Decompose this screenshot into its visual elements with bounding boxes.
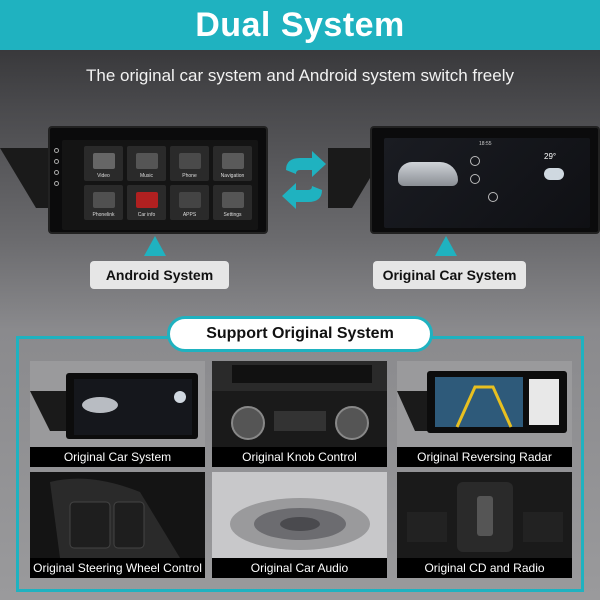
thumb-caption: Original Car Audio [212, 558, 387, 578]
app-label: Settings [223, 212, 242, 218]
thumb-caption: Original Reversing Radar [397, 447, 572, 467]
swap-arrows-icon [282, 151, 326, 209]
back-icon[interactable] [53, 159, 59, 164]
car-system-screen-image [30, 361, 205, 447]
thumb-original-car-audio: Original Car Audio [212, 472, 387, 578]
thumb-caption: Original Steering Wheel Control [30, 558, 205, 578]
app-label: Phonelink [92, 212, 115, 218]
app-tile-navigation[interactable]: Navigation [213, 146, 252, 181]
app-label: Music [139, 173, 154, 179]
power-icon[interactable] [53, 181, 59, 186]
app-tile-phone[interactable]: Phone [170, 146, 209, 181]
seat-icon [470, 156, 480, 166]
thumb-caption: Original Car System [30, 447, 205, 467]
cloud-icon [544, 168, 564, 180]
navigation-icon [221, 153, 244, 169]
phone-icon [178, 153, 201, 169]
app-label: Video [97, 173, 110, 179]
thumb-caption: Original Knob Control [212, 447, 387, 467]
app-tile-video[interactable]: Video [84, 146, 123, 181]
thumb-original-cd-and-radio: Original CD and Radio [397, 472, 572, 578]
android-system-label: Android System [90, 261, 229, 289]
apps-icon [178, 192, 201, 208]
phonelink-icon [92, 192, 115, 208]
android-side-buttons [50, 140, 62, 230]
reversing-radar-image [397, 361, 572, 447]
app-tile-music[interactable]: Music [127, 146, 166, 181]
app-label: Car info [137, 212, 156, 218]
car-image [398, 162, 458, 186]
car-audio-image [212, 472, 387, 558]
media-icon [488, 192, 498, 202]
thumb-original-steering-wheel-control: Original Steering Wheel Control [30, 472, 205, 578]
music-icon [135, 153, 158, 169]
car-info-icon [135, 192, 158, 208]
android-home-screen: Video Music Phone Navigation Phonelink C… [62, 140, 258, 230]
video-icon [92, 153, 115, 169]
thumb-original-reversing-radar: Original Reversing Radar [397, 361, 572, 467]
knob-control-image [212, 361, 387, 447]
pointer-arrow-icon [435, 236, 457, 256]
original-system-screen: 18:55 29° [384, 138, 590, 228]
app-label: Navigation [220, 173, 245, 179]
thumb-caption: Original CD and Radio [397, 558, 572, 578]
thumb-original-knob-control: Original Knob Control [212, 361, 387, 467]
app-tile-settings[interactable]: Settings [213, 185, 252, 220]
settings-icon [221, 192, 244, 208]
app-tile-car-info[interactable]: Car info [127, 185, 166, 220]
title-banner: Dual System [0, 0, 600, 50]
original-car-system-label: Original Car System [373, 261, 526, 289]
phone-icon [470, 174, 480, 184]
page-title: Dual System [195, 5, 405, 44]
weather-temp: 29° [544, 152, 557, 161]
volume-icon[interactable] [53, 170, 59, 175]
app-tile-phonelink[interactable]: Phonelink [84, 185, 123, 220]
support-title: Support Original System [167, 316, 433, 352]
clock: 18:55 [479, 141, 492, 147]
pointer-arrow-icon [144, 236, 166, 256]
thumb-original-car-system: Original Car System [30, 361, 205, 467]
cd-radio-image [397, 472, 572, 558]
original-head-unit: 18:55 29° [328, 118, 600, 234]
home-icon[interactable] [53, 148, 59, 153]
app-label: Phone [182, 173, 197, 179]
android-head-unit: Video Music Phone Navigation Phonelink C… [0, 118, 270, 234]
app-label: APPS [182, 212, 197, 218]
app-tile-apps[interactable]: APPS [170, 185, 209, 220]
steering-wheel-control-image [30, 472, 205, 558]
subtitle: The original car system and Android syst… [85, 66, 514, 85]
